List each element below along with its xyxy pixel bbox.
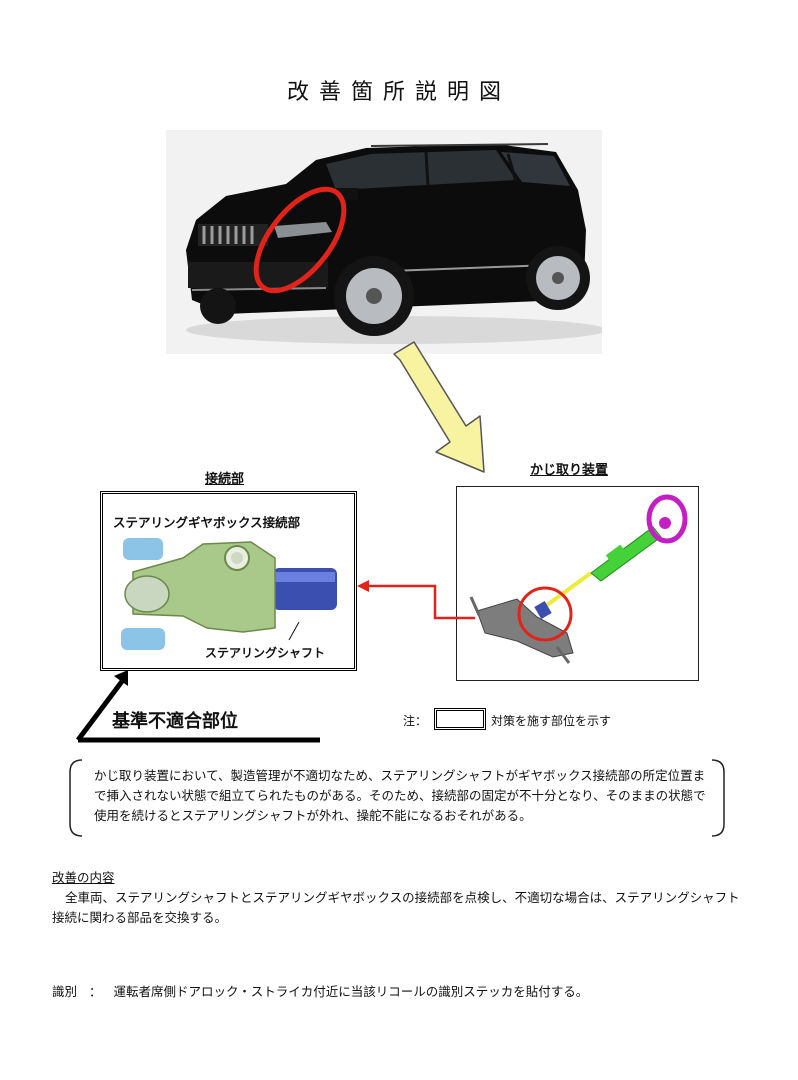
gearbox-connection-label: ステアリングギヤボックス接続部 — [113, 515, 301, 530]
identification-row: 識別 ： 運転者席側ドアロック・ストライカ付近に当該リコールの識別ステッカを貼付… — [52, 982, 588, 1002]
connection-detail-box: ステアリングギヤボックス接続部 ステアリングシャフト — [100, 491, 357, 671]
bracket-frame — [69, 759, 725, 837]
nonconforming-pointer-arrow — [76, 670, 320, 743]
callout-arrow — [357, 580, 475, 620]
identification-separator: ： — [89, 984, 102, 999]
direction-arrow — [388, 340, 498, 476]
steering-system-illustration — [469, 494, 688, 664]
identification-text: 運転者席側ドアロック・ストライカ付近に当該リコールの識別ステッカを貼付する。 — [113, 984, 589, 999]
steering-device-box — [456, 486, 699, 681]
vehicle-photo — [166, 130, 606, 354]
identification-label: 識別 — [52, 984, 78, 999]
nonconforming-label: 基準不適合部位 — [112, 711, 238, 732]
arrow-down-right-icon — [393, 341, 485, 473]
legend-prefix: 注： — [403, 714, 428, 728]
legend-text: 対策を施す部位を示す — [491, 714, 612, 728]
legend-box — [434, 708, 486, 730]
steering-shaft-label: ステアリングシャフト — [205, 646, 326, 660]
page-title: 改善箇所説明図 — [286, 80, 511, 105]
label-steering-device: かじ取り装置 — [530, 463, 609, 478]
improvement-text: 全車両、ステアリングシャフトとステアリングギヤボックスの接続部を点検し、不適切な… — [52, 890, 740, 925]
vehicle-illustration — [166, 130, 606, 354]
improvement-heading: 改善の内容 — [52, 870, 115, 885]
label-connection: 接続部 — [205, 472, 245, 487]
defect-description-bracket: かじ取り装置において、製造管理が不適切なため、ステアリングシャフトがギヤボックス… — [68, 758, 726, 838]
defect-description: かじ取り装置において、製造管理が不適切なため、ステアリングシャフトがギヤボックス… — [94, 768, 706, 823]
universal-joint-illustration — [121, 538, 337, 650]
